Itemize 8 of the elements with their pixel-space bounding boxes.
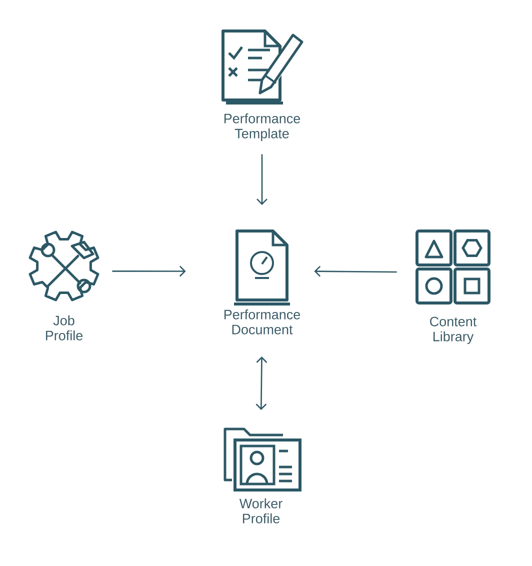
icon-label: Performance Template [224, 113, 300, 142]
icon-label: Job Profile [46, 315, 83, 340]
icon-label: Content Library [430, 316, 477, 344]
icon-label: Performance Document [224, 309, 300, 334]
arrow [256, 154, 268, 205]
arrow [314, 266, 397, 277]
icon-label: Worker Profile [239, 498, 282, 524]
arrow [256, 356, 268, 410]
